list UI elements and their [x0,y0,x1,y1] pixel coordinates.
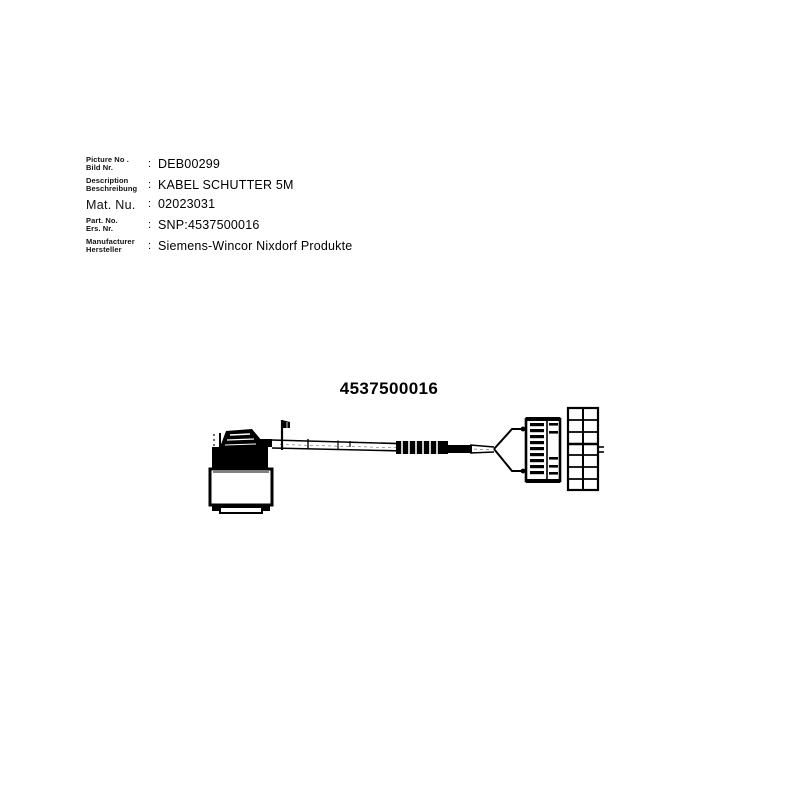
spec-row-manufacturer: Manufacturer Hersteller : Siemens-Wincor… [86,232,506,253]
cable-flag-marker-icon [280,420,290,450]
cable-assembly-drawing [208,406,604,514]
spec-label-material-number: Mat. Nu. [86,197,148,212]
spec-label-part-no: Part. No. Ers. Nr. [86,217,148,232]
spec-label-en: Part. No. [86,216,118,225]
spec-value-part-no: SNP:4537500016 [158,217,260,232]
spec-table: Picture No . Bild Nr. : DEB00299 Descrip… [86,150,506,253]
d-sub-hooded-connector-icon [208,429,274,514]
cable-segment-right [469,444,495,454]
spec-label-en: Manufacturer [86,237,135,246]
spec-colon: : [148,179,152,191]
multi-pin-block-connector-icon [524,417,562,483]
cable-y-fork [493,426,526,474]
spec-row-material-number: Mat. Nu. : 02023031 [86,192,506,211]
spec-value-manufacturer: Siemens-Wincor Nixdorf Produkte [158,238,353,253]
pin-grid-table-icon [566,406,604,492]
spec-colon: : [148,198,152,210]
spec-label-manufacturer: Manufacturer Hersteller [86,238,148,253]
spec-row-description: Description Beschreibung : KABEL SCHUTTE… [86,171,506,192]
spec-label-de: Mat. Nu. [86,197,136,212]
spec-row-part-no: Part. No. Ers. Nr. : SNP:4537500016 [86,211,506,232]
spec-colon: : [148,158,152,170]
spec-value-material-number: 02023031 [158,196,216,211]
page-title: 4537500016 [339,379,439,398]
spec-value-picture-no: DEB00299 [158,156,221,171]
ribbed-ferrite-sleeve-icon [396,441,472,454]
spec-label-en: Picture No . [86,155,129,164]
spec-label-picture-no: Picture No . Bild Nr. [86,156,148,171]
spec-colon: : [148,219,152,231]
spec-label-description: Description Beschreibung [86,177,148,192]
spec-label-de: Bild Nr. [86,162,114,172]
spec-label-en: Description [86,176,129,185]
spec-value-description: KABEL SCHUTTER 5M [158,177,294,192]
spec-colon: : [148,240,152,252]
spec-label-de: Beschreibung [86,183,138,193]
spec-label-de: Hersteller [86,244,122,254]
spec-label-de: Ers. Nr. [86,223,114,233]
spec-row-picture-no: Picture No . Bild Nr. : DEB00299 [86,150,506,171]
